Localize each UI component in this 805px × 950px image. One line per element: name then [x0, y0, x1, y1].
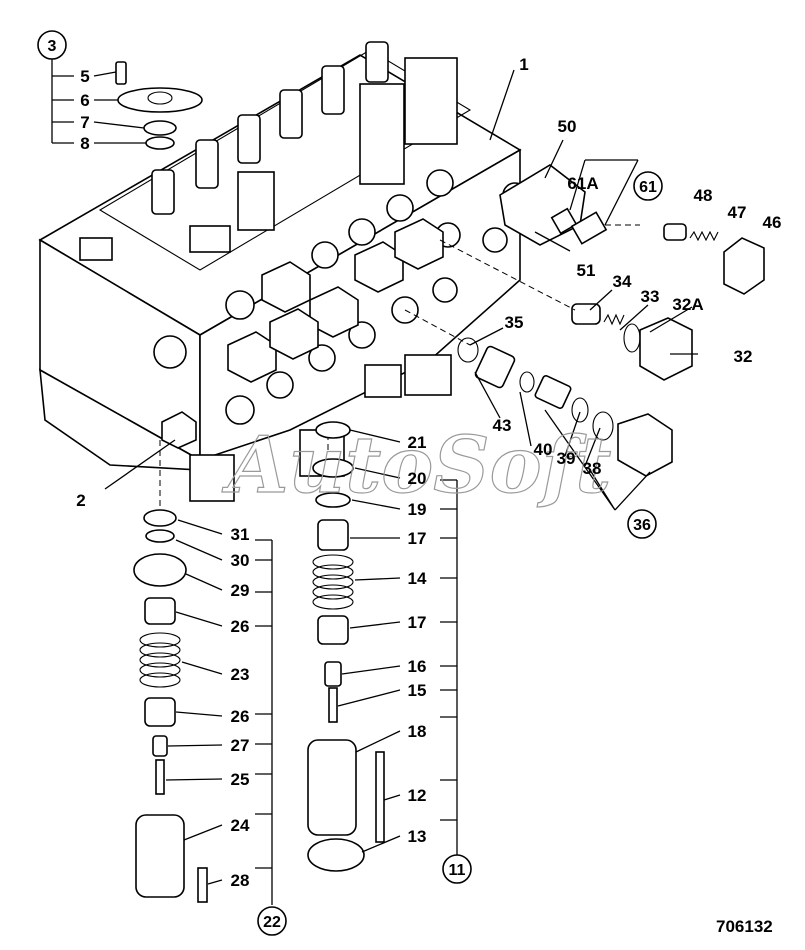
relief-valve-50	[499, 164, 608, 246]
watermark-text: AutoSoft	[221, 420, 611, 511]
callout-label-61: 61	[639, 179, 657, 196]
spring-14	[312, 554, 354, 610]
callout-label-33: 33	[641, 287, 660, 306]
callout-label-43: 43	[493, 416, 512, 435]
spool-assembly-22	[133, 509, 208, 903]
callout-label-24: 24	[231, 816, 250, 835]
callout-circle-22	[257, 906, 287, 936]
callout-label-6: 6	[80, 91, 89, 110]
callout-label-51: 51	[577, 261, 596, 280]
callout-label-38: 38	[583, 459, 602, 478]
side-ports	[153, 169, 508, 425]
callout-label-26: 26	[231, 707, 250, 726]
callout-label-12: 12	[408, 786, 427, 805]
flange-assembly-3	[115, 61, 203, 150]
callout-label-7: 7	[80, 113, 89, 132]
callout-label-15: 15	[408, 681, 427, 700]
callout-label-2: 2	[76, 491, 85, 510]
callout-label-16: 16	[408, 657, 427, 676]
spool-ends	[151, 41, 389, 215]
callout-label-47: 47	[728, 203, 747, 222]
callout-label-20: 20	[408, 469, 427, 488]
grouping-brackets	[51, 56, 639, 905]
callout-label-17: 17	[408, 529, 427, 548]
callout-label-29: 29	[231, 581, 250, 600]
callout-label-17: 17	[408, 613, 427, 632]
callout-label-3: 3	[48, 38, 57, 55]
callout-label-32: 32	[734, 347, 753, 366]
callout-label-8: 8	[80, 134, 89, 153]
callout-label-50: 50	[558, 117, 577, 136]
callout-label-36: 36	[633, 517, 651, 534]
spring-23	[139, 632, 181, 688]
callout-label-14: 14	[408, 569, 427, 588]
callout-circle-3	[37, 30, 67, 60]
callout-label-46: 46	[763, 213, 782, 232]
callout-label-31: 31	[231, 525, 250, 544]
callout-label-40: 40	[534, 440, 553, 459]
callout-label-11: 11	[449, 862, 466, 879]
callout-label-48: 48	[694, 186, 713, 205]
callout-label-22: 22	[263, 914, 281, 931]
leader-lines	[93, 69, 698, 885]
callout-label-5: 5	[80, 67, 89, 86]
callout-circle-36	[627, 509, 657, 539]
callout-label-28: 28	[231, 871, 250, 890]
callout-label-61A: 61A	[567, 174, 598, 193]
callout-label-19: 19	[408, 500, 427, 519]
callout-label-34: 34	[613, 272, 632, 291]
valve-block-body	[38, 41, 528, 502]
side-plugs	[161, 218, 444, 449]
callout-label-1: 1	[519, 55, 528, 74]
callout-label-18: 18	[408, 722, 427, 741]
cartridge-36-assembly	[457, 337, 673, 477]
callout-label-21: 21	[408, 433, 427, 452]
callout-label-39: 39	[557, 449, 576, 468]
callout-label-30: 30	[231, 551, 250, 570]
callout-label-23: 23	[231, 665, 250, 684]
spool-assembly-11	[307, 421, 385, 872]
callout-label-26: 26	[231, 617, 250, 636]
callout-label-27: 27	[231, 736, 250, 755]
callout-label-32A: 32A	[672, 295, 703, 314]
callout-circle-11	[442, 854, 472, 884]
drawing-reference-number: 706132	[716, 917, 773, 936]
plug-46-assembly	[663, 223, 765, 295]
callout-label-35: 35	[505, 313, 524, 332]
callout-circle-61	[633, 171, 663, 201]
callout-label-13: 13	[408, 827, 427, 846]
plug-32-assembly	[571, 303, 693, 381]
callout-label-25: 25	[231, 770, 250, 789]
